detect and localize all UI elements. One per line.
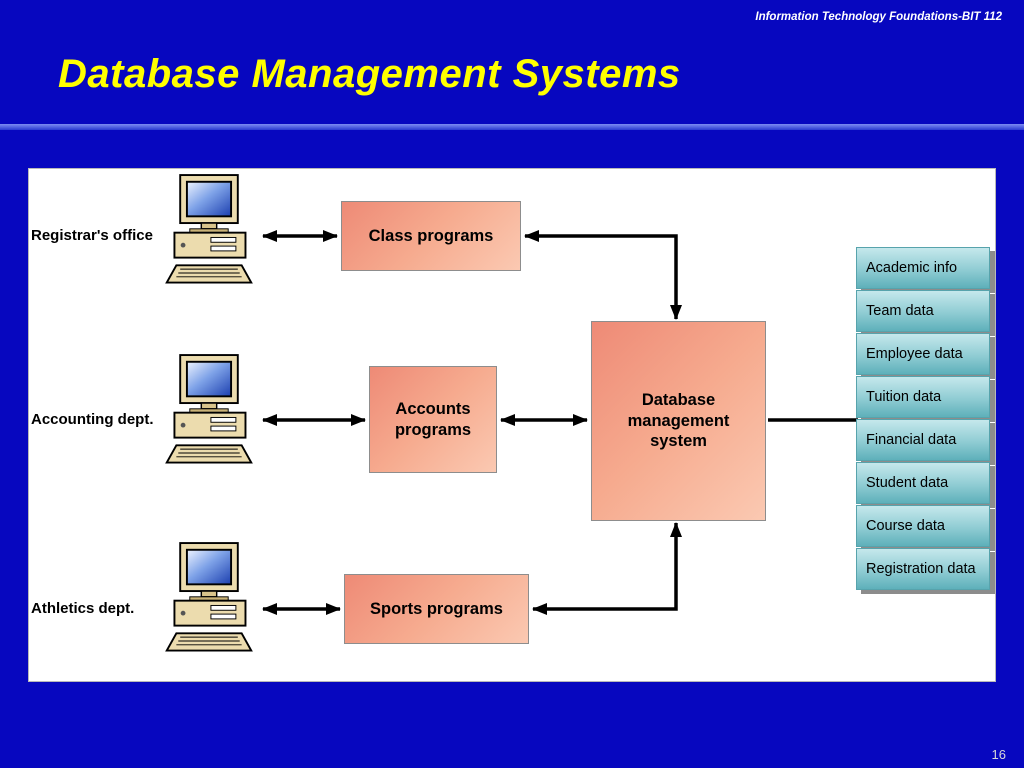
diagram-panel: Registrar's office Accounting dept. Athl… — [28, 168, 996, 682]
computer-icon — [161, 541, 257, 668]
computer-icon — [161, 353, 257, 480]
arrow-class-dbms — [524, 230, 682, 320]
data-item-course-data: Course data — [856, 505, 990, 547]
computer-icon — [161, 173, 257, 300]
data-item-registration-data: Registration data — [856, 548, 990, 590]
data-item-student-data: Student data — [856, 462, 990, 504]
page-number: 16 — [991, 747, 1006, 762]
arrow-sports-dbms — [532, 522, 682, 615]
box-accounts-programs: Accounts programs — [369, 366, 497, 473]
label-registrars-office: Registrar's office — [31, 227, 153, 244]
box-database-management-system: Database management system — [591, 321, 766, 521]
data-item-academic-info: Academic info — [856, 247, 990, 289]
data-item-team-data: Team data — [856, 290, 990, 332]
label-accounting-dept: Accounting dept. — [31, 411, 154, 428]
box-class-programs: Class programs — [341, 201, 521, 271]
data-item-employee-data: Employee data — [856, 333, 990, 375]
title-divider — [0, 124, 1024, 130]
data-item-tuition-data: Tuition data — [856, 376, 990, 418]
box-sports-programs: Sports programs — [344, 574, 529, 644]
slide-header: Information Technology Foundations-BIT 1… — [755, 11, 1002, 23]
data-item-financial-data: Financial data — [856, 419, 990, 461]
data-list: Academic info Team data Employee data Tu… — [856, 247, 990, 591]
label-athletics-dept: Athletics dept. — [31, 600, 135, 617]
connector-arrows — [262, 230, 858, 615]
page-title: Database Management Systems — [58, 52, 681, 96]
